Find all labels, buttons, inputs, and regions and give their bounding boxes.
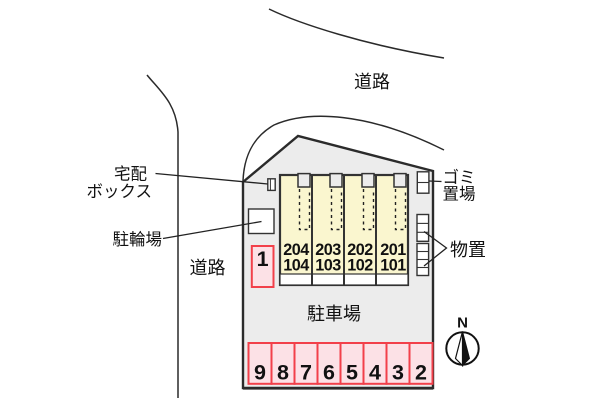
room-number-upper-4: 201	[380, 241, 406, 259]
stall-number: 3	[392, 361, 404, 385]
parking-area-label: 駐車場	[307, 304, 361, 324]
road-edge-middle	[242, 115, 445, 182]
delivery-box	[267, 178, 276, 192]
stairs-dashed-unit-4	[394, 189, 407, 231]
entry-notch-unit-4	[393, 172, 407, 188]
entry-notch-unit-3	[361, 172, 375, 188]
stairs-dashed-unit-2	[330, 189, 343, 231]
stall-number: 5	[346, 361, 358, 385]
stall-number: 6	[323, 361, 335, 385]
north-label: N	[457, 315, 468, 332]
road-label-top: 道路	[354, 72, 390, 92]
delivery-box-label-line1: 宅配	[114, 165, 147, 184]
garbage-label-line2: 置場	[443, 185, 476, 204]
room-number-lower-4: 101	[380, 257, 406, 275]
road-edge-left	[146, 74, 179, 398]
stall-number: 7	[300, 361, 312, 385]
leader-storage	[423, 230, 448, 267]
room-number-upper-2: 203	[315, 241, 341, 259]
leader-garbage	[428, 180, 442, 183]
stall-number: 9	[254, 361, 266, 385]
leader-delivery-box	[155, 172, 268, 185]
delivery-box-label-line2: ボックス	[86, 182, 152, 201]
road-label-left: 道路	[190, 258, 226, 278]
room-number-lower-1: 104	[283, 257, 309, 275]
parking-stall	[408, 342, 434, 385]
parking-stall-1-number: 1	[257, 247, 269, 271]
entry-notch-unit-1	[297, 172, 311, 188]
compass-needle-black	[462, 331, 471, 367]
storage-box-group-lower	[416, 242, 430, 277]
road-edge-top	[268, 8, 445, 59]
garbage-label-line1: ゴミ	[443, 167, 476, 187]
leader-bicycle-parking	[162, 220, 262, 240]
stairs-dashed-unit-3	[362, 189, 375, 231]
room-number-lower-3: 102	[347, 257, 373, 275]
storage-box-group-upper	[416, 213, 430, 242]
stall-number: 2	[415, 361, 427, 385]
stairs-dashed-unit-1	[298, 189, 311, 231]
parking-stall-row: 9 8 7 6 5 4 3 2	[247, 342, 434, 385]
bicycle-parking-label: 駐輪場	[113, 230, 163, 249]
room-number-upper-1: 204	[283, 241, 309, 259]
stall-number: 8	[277, 361, 289, 385]
parking-stall-1	[250, 245, 275, 288]
entry-notch-unit-2	[329, 172, 343, 188]
stall-number: 4	[369, 361, 381, 385]
storage-boxes	[416, 213, 430, 242]
room-number-lower-2: 103	[315, 257, 341, 275]
compass: N	[445, 315, 480, 367]
room-number-upper-3: 202	[347, 241, 373, 259]
storage-label: 物置	[450, 240, 486, 260]
